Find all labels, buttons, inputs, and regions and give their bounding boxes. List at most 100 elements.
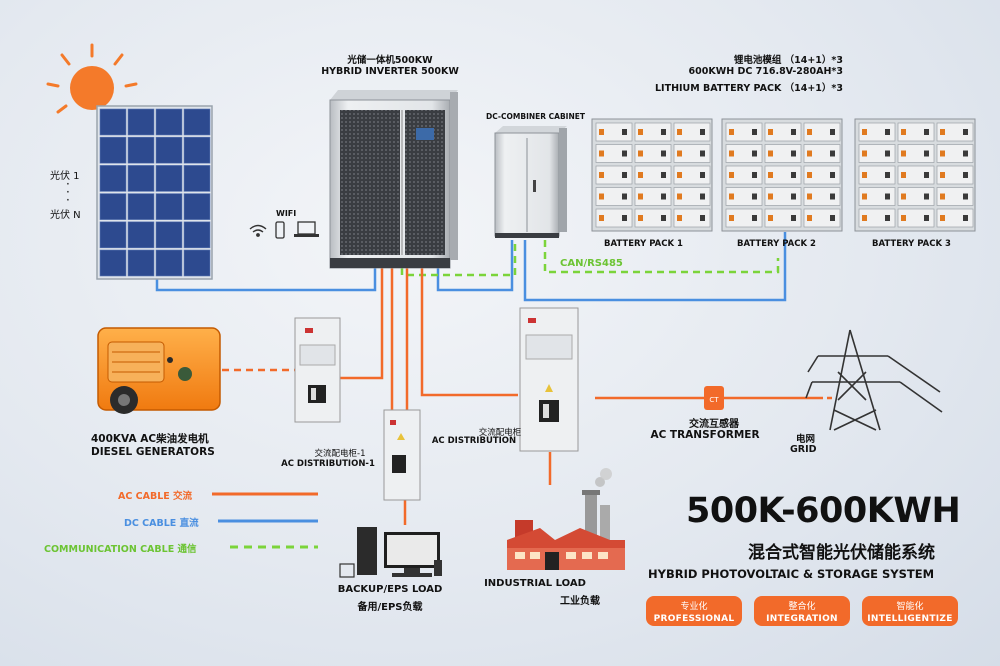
- dc-cables: [155, 232, 787, 302]
- wifi-label: WIFI: [276, 209, 297, 218]
- battery-module: [764, 208, 802, 228]
- legend-dc-label: DC CABLE 直流: [124, 518, 199, 529]
- pv-cell: [155, 165, 183, 192]
- pv-cell: [127, 249, 155, 277]
- factory-icon: [507, 468, 625, 570]
- desktop-computer-icon: [339, 527, 442, 578]
- battery-module: [764, 187, 802, 206]
- battery-module: [595, 208, 633, 228]
- battery-module: [803, 187, 841, 206]
- ct-transformer-icon: CT: [704, 386, 724, 410]
- badge-integration-cn: 整合化: [788, 602, 816, 612]
- headline-title: 500K-600KWH: [686, 491, 961, 531]
- battery-module: [897, 187, 935, 206]
- pv-dots: ···: [66, 177, 70, 207]
- legend-ac-label: AC CABLE 交流: [118, 491, 193, 502]
- battery-module: [764, 144, 802, 163]
- battery-module: [725, 165, 763, 185]
- battery-module: [897, 208, 935, 228]
- pv-cell: [127, 108, 155, 136]
- battery-rack: [591, 118, 713, 232]
- battery-module: [803, 165, 841, 185]
- battery-module: [858, 122, 896, 142]
- battery-module: [897, 144, 935, 163]
- badge-integration: 整合化 INTEGRATION: [754, 596, 850, 626]
- battery-module: [725, 187, 763, 206]
- battery-spec-line1: 锂电池模组 （14+1）*3: [733, 55, 843, 66]
- battery-module: [897, 122, 935, 142]
- ac-distribution-1-cabinet: [294, 317, 341, 423]
- ac-dist-1-label-cn: 交流配电柜-1: [314, 449, 366, 459]
- pv-cell: [155, 221, 183, 249]
- battery-module: [803, 144, 841, 163]
- ct-text: CT: [709, 396, 719, 404]
- battery-module: [673, 144, 711, 163]
- badge-professional-en: PROFESSIONAL: [653, 614, 735, 624]
- comm-cable-combiner-battery: [543, 240, 780, 274]
- ac-dist-label-en: AC DISTRIBUTION: [431, 436, 517, 446]
- ac-distribution-eps-cabinet: [383, 409, 421, 501]
- backup-load-label-en: BACKUP/EPS LOAD: [337, 584, 443, 595]
- pv-cell: [183, 249, 211, 277]
- pv-cell: [99, 221, 127, 249]
- pv-cell: [183, 136, 211, 164]
- battery-module: [634, 208, 672, 228]
- industrial-load-label-cn: 工业负载: [560, 596, 600, 607]
- pv-cell: [155, 193, 183, 220]
- pv-cell: [155, 108, 183, 136]
- pv-cell: [183, 165, 211, 192]
- battery-module: [858, 208, 896, 228]
- transmission-tower-icon: [805, 329, 943, 431]
- pv-cell: [183, 108, 211, 136]
- pv-cell: [155, 136, 183, 164]
- battery-module: [936, 165, 974, 185]
- pv-cell: [99, 249, 127, 277]
- pv-label-top: 光伏 1: [50, 171, 80, 182]
- battery-module: [858, 165, 896, 185]
- battery-module: [725, 122, 763, 142]
- dc-cable-inverter-combiner: [436, 240, 514, 292]
- battery-pack-label-2: BATTERY PACK 2: [737, 239, 816, 249]
- badge-intelligentize-cn: 智能化: [896, 602, 924, 612]
- transformer-label-cn: 交流互感器: [689, 419, 739, 430]
- battery-module: [936, 122, 974, 142]
- grid-label-cn: 电网: [796, 434, 816, 445]
- backup-load-label-cn: 备用/EPS负载: [357, 602, 423, 613]
- phone-icon: [275, 221, 285, 239]
- battery-module: [595, 144, 633, 163]
- battery-rack: [721, 118, 843, 232]
- pv-cell: [99, 136, 127, 164]
- pv-cell: [99, 165, 127, 192]
- dc-combiner-cabinet: [494, 126, 567, 238]
- pv-cell: [127, 165, 155, 192]
- comm-cable-inverter-combiner: [400, 240, 517, 277]
- battery-module: [673, 165, 711, 185]
- ac-cable-inverter-acdist: [420, 268, 518, 397]
- legend-comm-label: COMMUNICATION CABLE 通信: [44, 544, 197, 555]
- hybrid-inverter-cabinet: [329, 90, 458, 269]
- dc-cable-pv-inverter: [155, 265, 377, 292]
- badge-professional: 专业化 PROFESSIONAL: [646, 596, 742, 626]
- battery-module: [634, 187, 672, 206]
- badge-intelligentize-en: INTELLIGENTIZE: [867, 614, 953, 624]
- battery-spec-line3: LITHIUM BATTERY PACK （14+1）*3: [655, 83, 843, 94]
- ac-distribution-cabinet: [519, 307, 579, 452]
- battery-module: [936, 187, 974, 206]
- ac-dist-label-cn: 交流配电柜: [478, 428, 522, 438]
- battery-module: [673, 208, 711, 228]
- ac-dist-1-label-en: AC DISTRIBUTION-1: [281, 459, 375, 469]
- inverter-label-en: HYBRID INVERTER 500KW: [321, 66, 459, 77]
- headline-subtitle-cn: 混合式智能光伏储能系统: [748, 543, 935, 563]
- battery-module: [764, 165, 802, 185]
- industrial-load-label-en: INDUSTRIAL LOAD: [484, 578, 586, 589]
- battery-module: [725, 144, 763, 163]
- ac-cable-inverter-dist1: [340, 268, 384, 380]
- pv-cell: [183, 221, 211, 249]
- pv-cell: [183, 193, 211, 220]
- inverter-label-cn: 光储一体机500KW: [347, 55, 433, 66]
- solar-panel: [96, 105, 213, 280]
- dc-cable-combiner-battery: [523, 232, 787, 302]
- battery-module: [595, 122, 633, 142]
- pv-cell: [99, 193, 127, 220]
- battery-module: [897, 165, 935, 185]
